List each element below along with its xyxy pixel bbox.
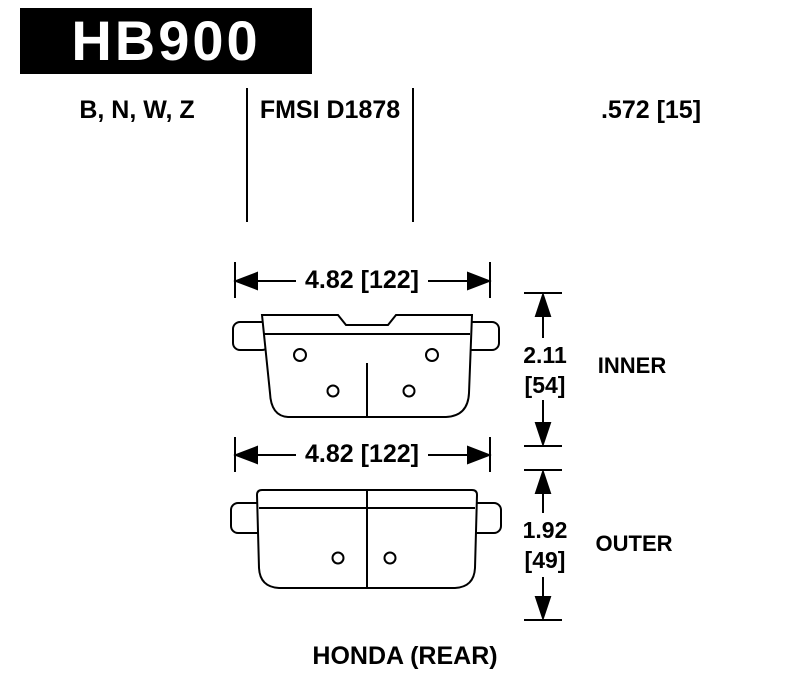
- part-number: HB900: [71, 9, 261, 72]
- inner-pad-label: INNER: [597, 353, 667, 378]
- outer-pad-outline: [255, 489, 479, 589]
- outer-pad-drawing: [230, 489, 502, 589]
- outer-height-inches: 1.92: [522, 517, 568, 543]
- fmsi-number: FMSI D1878: [259, 96, 401, 124]
- outer-pad-left-tab: [230, 502, 266, 534]
- pad-thickness: .572 [15]: [600, 96, 702, 124]
- inner-pad-outline: [260, 314, 474, 418]
- outer-pad-hole: [383, 551, 397, 565]
- vehicle-application: HONDA (REAR): [312, 642, 498, 670]
- inner-pad-hole: [326, 384, 340, 398]
- inner-pad-hole: [402, 384, 416, 398]
- outer-height-dimension-lines: [524, 468, 562, 622]
- inner-pad-hole: [425, 348, 439, 362]
- compound-codes: B, N, W, Z: [79, 96, 195, 124]
- inner-width-value: 4.82 [122]: [305, 266, 419, 294]
- inner-pad-left-tab: [232, 321, 270, 351]
- inner-pad-right-tab: [462, 321, 500, 351]
- inner-pad-drawing: [232, 314, 500, 418]
- outer-height-mm: [49]: [524, 547, 566, 573]
- inner-pad-hole: [293, 348, 307, 362]
- part-number-box: HB900: [20, 8, 312, 74]
- outer-pad-hole: [331, 551, 345, 565]
- inner-height-inches: 2.11: [523, 342, 567, 368]
- outer-width-value: 4.82 [122]: [305, 440, 419, 468]
- outer-pad-label: OUTER: [595, 531, 673, 556]
- inner-height-mm: [54]: [524, 372, 566, 398]
- inner-height-dimension-lines: [524, 291, 562, 448]
